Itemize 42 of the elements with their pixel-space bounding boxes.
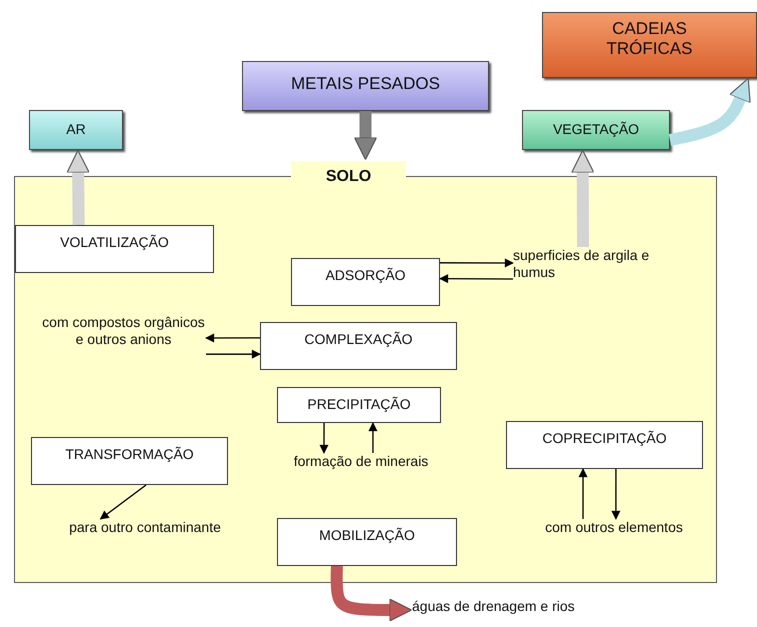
block-arrow bbox=[66, 150, 90, 226]
block-arrow bbox=[668, 78, 751, 146]
process-box bbox=[506, 421, 703, 469]
arrow bbox=[205, 333, 260, 342]
arrow bbox=[611, 469, 620, 520]
box-label: VOLATILIZAÇÃO bbox=[59, 234, 170, 251]
box-label: COMPLEXAÇÃO bbox=[303, 331, 414, 348]
note-text: com compostos orgânicos e outros anions bbox=[41, 314, 206, 348]
box-label: VEGETAÇÃO bbox=[552, 121, 640, 138]
block-arrow bbox=[354, 111, 378, 160]
arrow bbox=[206, 350, 261, 359]
box-label: ADSORÇÃO bbox=[324, 267, 407, 284]
arrow bbox=[578, 468, 588, 519]
process-box bbox=[260, 322, 457, 370]
arrow bbox=[440, 258, 514, 268]
note-text: formação de minerais bbox=[292, 453, 430, 470]
arrow bbox=[439, 274, 513, 284]
note-text: superficies de argila e humus bbox=[513, 247, 650, 281]
process-box bbox=[31, 437, 228, 485]
note-text: para outro contaminante bbox=[68, 519, 222, 536]
process-box bbox=[291, 258, 440, 306]
source-box bbox=[242, 61, 489, 111]
arrow bbox=[368, 422, 378, 453]
category-box bbox=[542, 12, 757, 78]
process-box bbox=[15, 225, 214, 273]
block-arrow bbox=[571, 150, 594, 248]
block-arrow bbox=[330, 565, 412, 622]
box-label: MOBILIZAÇÃO bbox=[318, 527, 416, 544]
box-label: CADEIAS TRÓFICAS bbox=[606, 19, 694, 60]
destination-box bbox=[29, 110, 123, 150]
box-label: PRECIPITAÇÃO bbox=[306, 396, 412, 413]
arrow bbox=[319, 423, 328, 454]
note-text: águas de drenagem e rios bbox=[412, 598, 576, 615]
destination-box bbox=[522, 110, 670, 150]
arrow bbox=[100, 484, 146, 520]
box-label: TRANSFORMAÇÃO bbox=[64, 446, 195, 463]
process-box bbox=[277, 387, 441, 423]
box-label: METAIS PESADOS bbox=[290, 74, 441, 94]
box-label: AR bbox=[65, 121, 87, 138]
note-text: com outros elementos bbox=[544, 519, 684, 536]
process-box bbox=[277, 518, 457, 566]
box-label: COPRECIPITAÇÃO bbox=[541, 430, 668, 447]
